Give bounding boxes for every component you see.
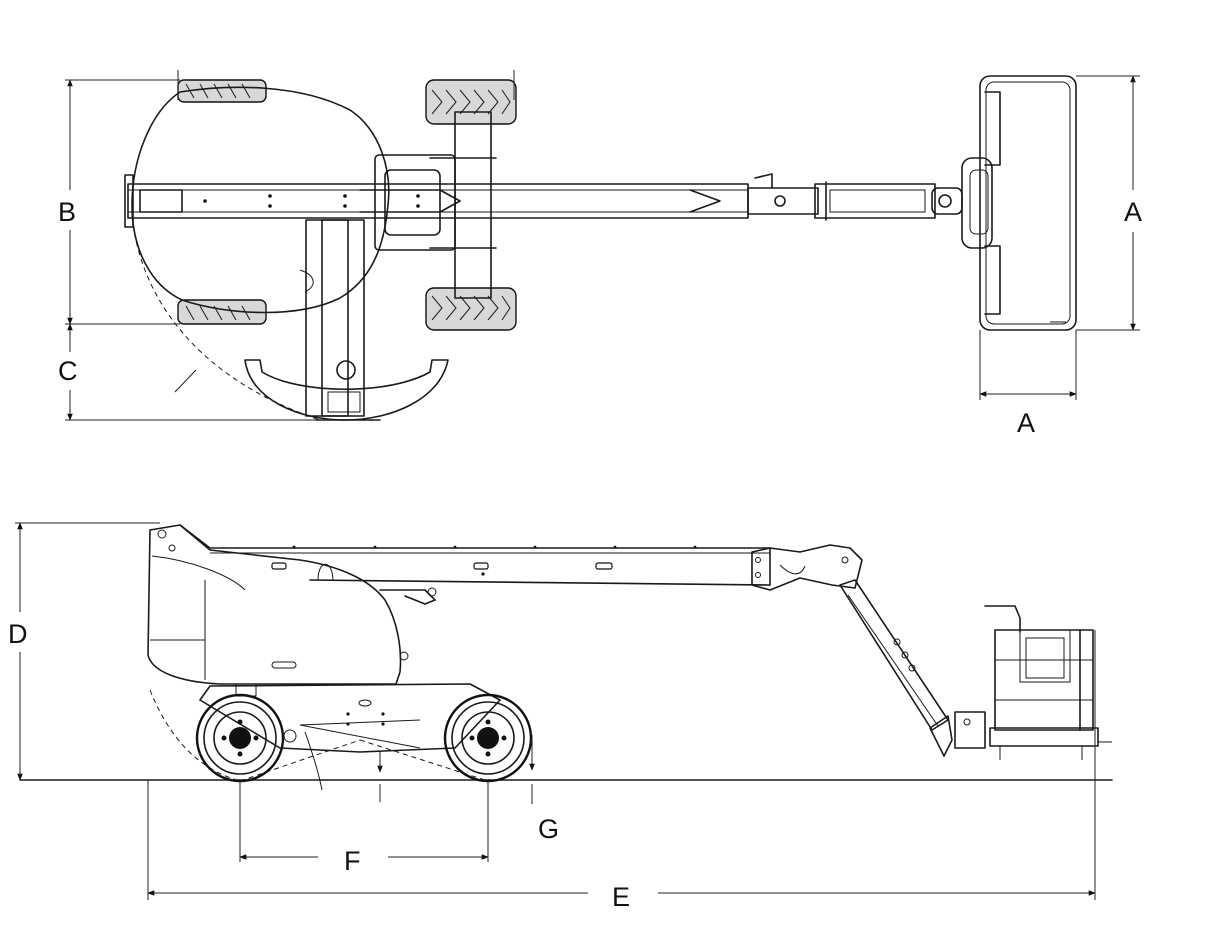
dim-label-d: D [8, 619, 28, 649]
top-platform-base-arc [244, 359, 449, 421]
dim-g [377, 735, 535, 804]
dim-d [15, 522, 160, 781]
dim-label-f: F [344, 846, 361, 876]
dim-b [65, 70, 515, 325]
top-platform [961, 75, 1077, 331]
side-chassis [199, 683, 501, 753]
top-view: A A B C [58, 70, 1142, 438]
dim-label-g: G [538, 814, 559, 844]
dim-e [147, 630, 1096, 900]
top-chassis [374, 154, 456, 251]
side-turret [147, 524, 402, 685]
side-jib [751, 544, 953, 757]
dim-f [239, 781, 489, 862]
top-turret-body [131, 86, 390, 314]
top-main-boom [124, 174, 749, 228]
dim-c [65, 323, 330, 421]
side-view: D E F G [8, 522, 1113, 912]
top-jib-assembly [747, 173, 963, 221]
dim-a-horizontal [979, 330, 1077, 400]
top-wheel-front-upper [425, 79, 517, 125]
dim-label-e: E [612, 882, 630, 912]
side-main-boom [179, 524, 771, 605]
top-front-axle [454, 111, 492, 299]
dim-a-vertical [1076, 75, 1140, 331]
dim-label-b: B [58, 197, 76, 227]
top-wheel-front-lower [425, 287, 517, 331]
side-wheel-front [443, 693, 533, 783]
side-tailswing-dashed [149, 689, 241, 782]
side-platform [954, 605, 1112, 760]
dim-label-c: C [58, 356, 78, 386]
dim-label-a-vertical: A [1124, 197, 1142, 227]
dim-label-a-horizontal: A [1017, 408, 1035, 438]
top-jib-mast [305, 219, 365, 417]
